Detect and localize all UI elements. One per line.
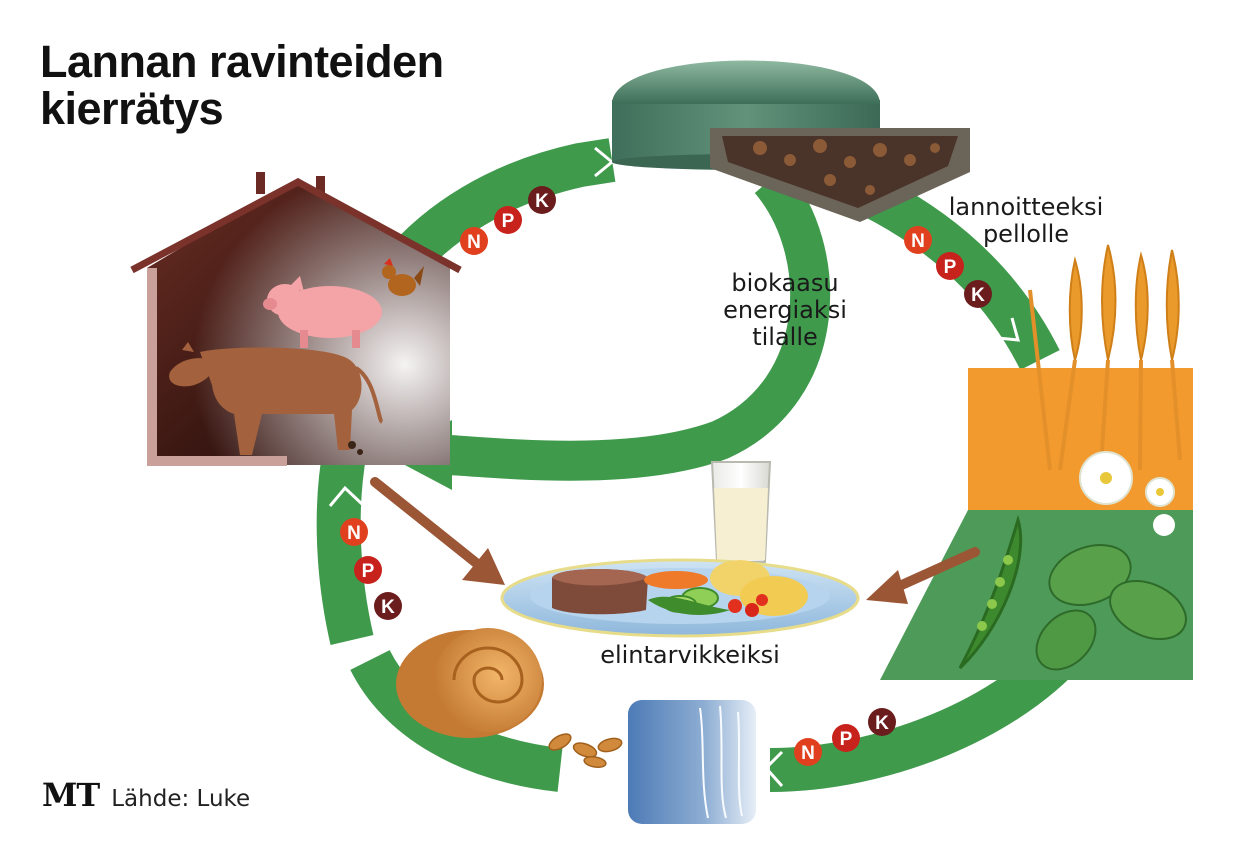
svg-text:P: P [502, 211, 515, 232]
svg-text:P: P [362, 561, 375, 582]
chicken-icon [382, 258, 424, 296]
fertilizer-label: lannoitteeksi pellolle [948, 193, 1104, 248]
food-arrow-right [866, 547, 980, 604]
silage-bale-icon [628, 700, 756, 824]
hay-bale-icon [396, 628, 544, 738]
food-plate-icon [500, 558, 860, 638]
svg-text:K: K [535, 191, 549, 212]
potato-flower-icon [1079, 451, 1175, 536]
svg-text:N: N [801, 743, 815, 764]
svg-text:K: K [875, 713, 889, 734]
svg-text:P: P [944, 257, 957, 278]
svg-text:P: P [840, 729, 853, 750]
food-arrow-left [370, 477, 505, 585]
biogas-label: biokaasu energiaksi tilalle [723, 269, 847, 351]
footer: MT Lähde: Luke [42, 776, 250, 814]
npk-badges-left: N P K [340, 518, 402, 620]
nutrient-badge-k: K [374, 592, 402, 620]
npk-badges-bottom: N P K [794, 708, 896, 766]
brand-logo: MT [42, 776, 100, 814]
npk-badges-right: N P K [904, 226, 992, 308]
nutrient-badge-n: N [460, 227, 488, 255]
page-title: Lannan ravinteiden kierrätys [40, 38, 444, 132]
manure-storage-icon [710, 128, 970, 222]
nutrient-badge-n: N [904, 226, 932, 254]
cow-icon [169, 342, 384, 455]
pea-pod-icon [958, 514, 1023, 670]
food-label: elintarvikkeiksi [600, 641, 780, 669]
source-credit: Lähde: Luke [111, 786, 251, 812]
nutrient-badge-p: P [832, 724, 860, 752]
nutrient-badge-n: N [794, 738, 822, 766]
nutrient-badge-k: K [528, 186, 556, 214]
svg-text:N: N [347, 523, 361, 544]
wheat-icon [1028, 244, 1182, 481]
nutrient-badge-k: K [964, 280, 992, 308]
clover-icon [1035, 544, 1187, 671]
title-line-2: kierrätys [40, 83, 224, 134]
title-line-1: Lannan ravinteiden [40, 36, 444, 87]
svg-text:K: K [971, 285, 985, 306]
nutrient-badge-k: K [868, 708, 896, 736]
nutrient-badge-n: N [340, 518, 368, 546]
svg-text:N: N [467, 232, 481, 253]
milk-glass-icon [710, 461, 772, 563]
grain-icon [548, 733, 623, 769]
svg-text:K: K [381, 597, 395, 618]
pig-icon [263, 276, 382, 348]
nutrient-badge-p: P [494, 206, 522, 234]
npk-badges-top-left: N P K [460, 186, 556, 255]
nutrient-badge-p: P [354, 556, 382, 584]
nutrient-badge-p: P [936, 252, 964, 280]
svg-text:N: N [911, 231, 925, 252]
